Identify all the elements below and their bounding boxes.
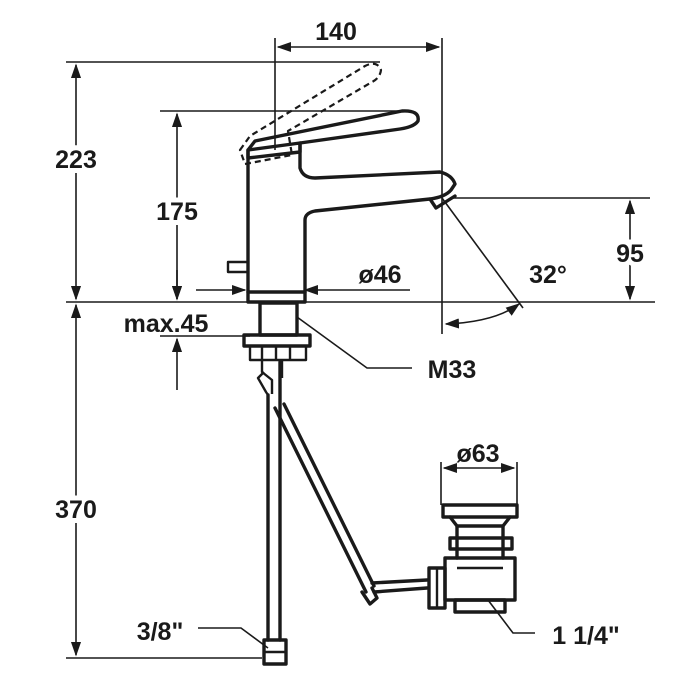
waste-drain (427, 503, 519, 614)
label-width-140: 140 (315, 18, 357, 46)
label-dia-46: ø46 (358, 261, 401, 289)
shank-assembly (242, 301, 312, 394)
drain-tail (453, 598, 507, 614)
faucet-body (226, 141, 457, 304)
dimension-32deg-arc (444, 303, 521, 329)
label-length-370: 370 (55, 496, 97, 524)
label-height-95: 95 (616, 240, 644, 268)
label-angle-32: 32° (529, 261, 567, 289)
aerator-outlet (428, 194, 457, 210)
label-thread-m33: M33 (428, 356, 477, 384)
hose-3-8-leader-line (198, 627, 269, 649)
waste-1-1-4-leader-line (487, 599, 535, 634)
spray-angle-line (441, 197, 524, 309)
label-dia-63: ø63 (456, 440, 499, 468)
drain-locknut (448, 536, 514, 551)
lever-handle (246, 109, 420, 160)
supply-hose (256, 360, 288, 666)
popup-lift-rod (226, 260, 250, 274)
label-height-175: 175 (156, 198, 198, 226)
popup-linkage (273, 402, 429, 606)
label-max-45: max.45 (124, 310, 209, 338)
label-height-223: 223 (55, 146, 97, 174)
drain-flange (441, 503, 519, 519)
lever-handle-raised-position (238, 62, 383, 166)
label-hose-3-8: 3/8" (137, 618, 184, 646)
label-waste-1-1-4: 1 1/4" (552, 622, 619, 650)
m33-leader-line (296, 316, 412, 369)
